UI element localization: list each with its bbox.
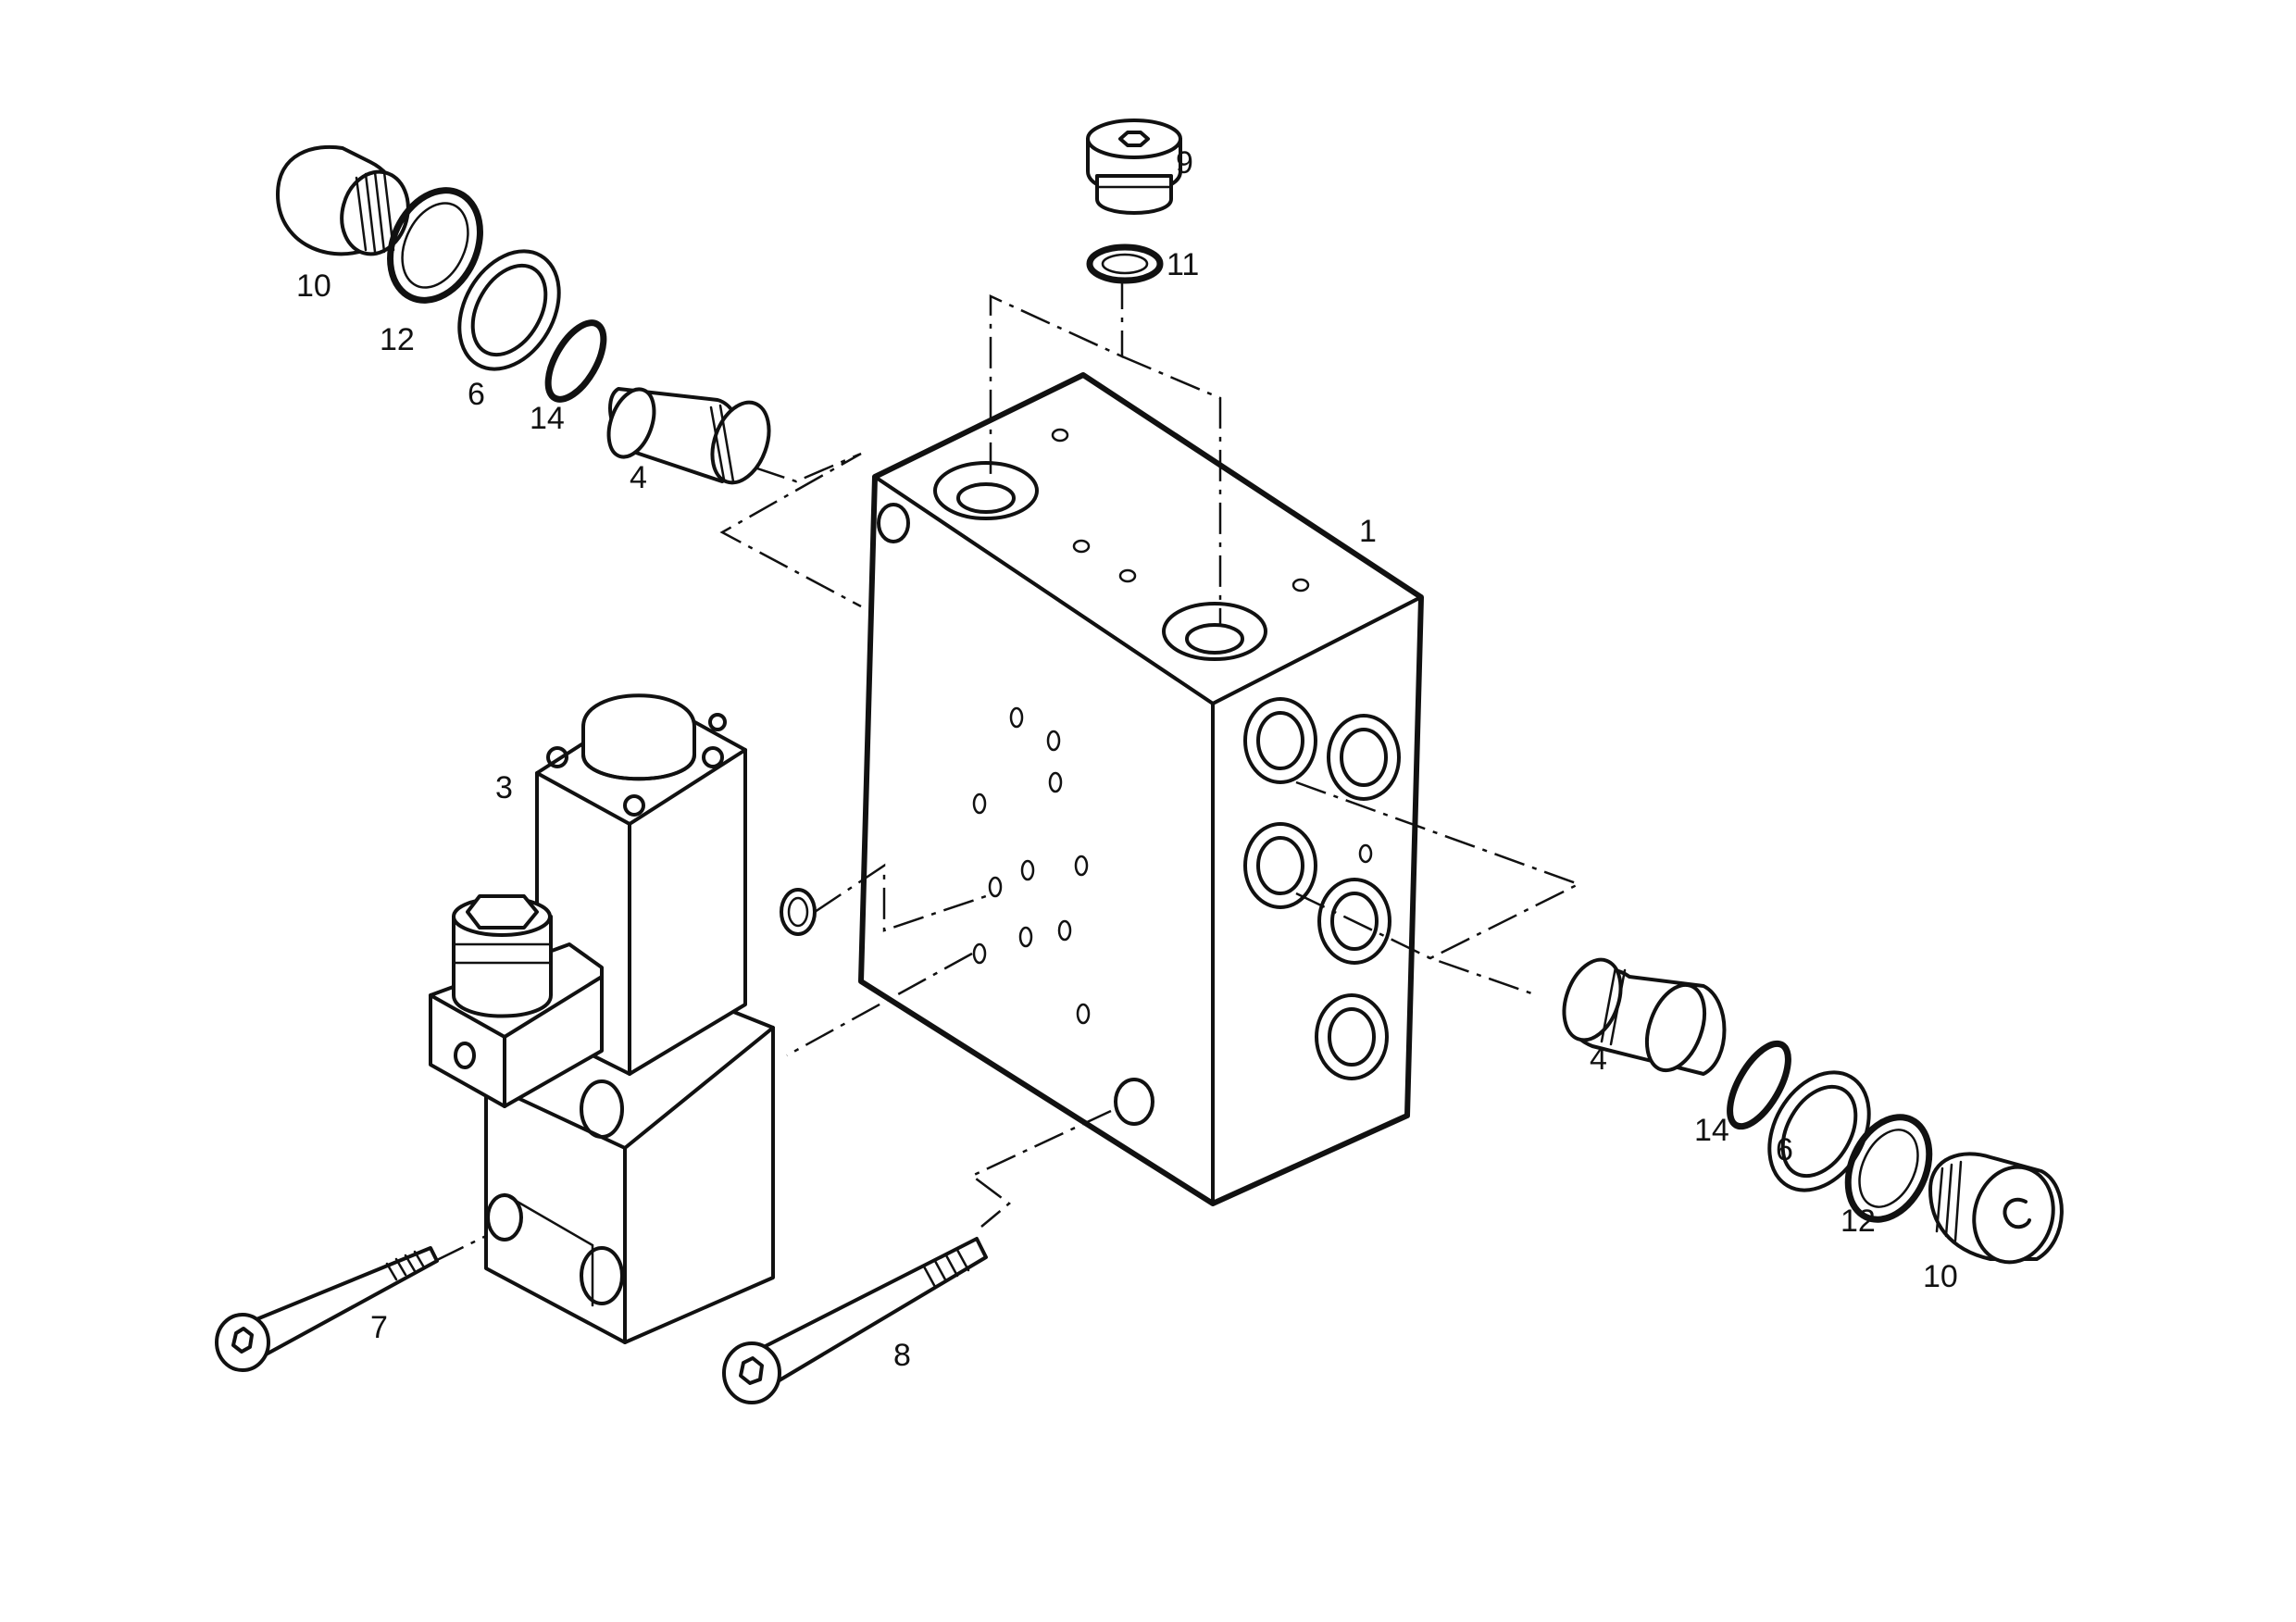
ring-part-6-left[interactable] — [439, 233, 579, 387]
screw-part-8[interactable] — [722, 1237, 988, 1404]
callout-9: 9 — [1176, 145, 1193, 181]
plug-part-4-right[interactable] — [1554, 952, 1727, 1079]
callout-8: 8 — [893, 1338, 911, 1373]
screw-part-7[interactable] — [215, 1246, 439, 1372]
callout-3: 3 — [495, 770, 513, 805]
plug-part-4-left[interactable] — [600, 383, 779, 491]
oring-part-14-left[interactable] — [537, 314, 615, 408]
callout-1: 1 — [1359, 514, 1377, 549]
callout-4-left: 4 — [630, 460, 647, 495]
oring-part-14-right[interactable] — [1718, 1035, 1800, 1136]
callout-14-left: 14 — [530, 401, 565, 436]
callout-10-right: 10 — [1923, 1259, 1958, 1294]
callout-10-left: 10 — [296, 268, 331, 304]
small-oring[interactable] — [780, 888, 817, 936]
cap-part-10-right[interactable] — [1928, 1152, 2064, 1271]
solenoid-valve[interactable] — [429, 693, 775, 1344]
plug-part-9[interactable] — [1086, 119, 1182, 215]
cap-part-10-left[interactable] — [276, 144, 417, 262]
callout-4-right: 4 — [1590, 1042, 1607, 1077]
callout-11: 11 — [1167, 247, 1199, 282]
seal-part-11[interactable] — [1086, 243, 1164, 284]
seal-part-12-right[interactable] — [1832, 1104, 1945, 1233]
callout-12-left: 12 — [380, 322, 415, 357]
callout-6-right: 6 — [1776, 1132, 1793, 1167]
valve-block[interactable] — [858, 372, 1424, 1206]
assembly-centerlines — [434, 278, 1582, 1263]
callout-14-right: 14 — [1694, 1113, 1729, 1148]
callout-7: 7 — [370, 1310, 388, 1345]
callout-6-left: 6 — [468, 377, 485, 412]
callout-12-right: 12 — [1841, 1204, 1876, 1239]
seal-part-12-left[interactable] — [373, 176, 497, 315]
callout-labels: 1 3 4 4 6 6 7 8 9 10 10 11 12 12 14 14 — [296, 145, 1958, 1373]
